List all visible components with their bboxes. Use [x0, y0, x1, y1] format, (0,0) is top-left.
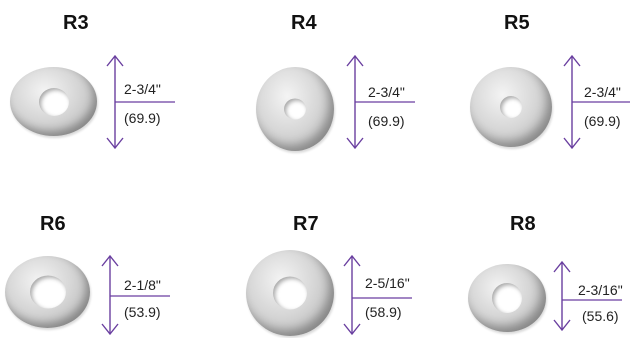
ring-title: R6	[40, 213, 66, 235]
dimension-arrow	[106, 54, 175, 150]
ring-title: R8	[510, 213, 536, 235]
size-mm-label: (69.9)	[584, 113, 621, 129]
washer-r3-image	[10, 67, 97, 136]
washer-r4-image	[256, 67, 334, 151]
ring-title: R7	[293, 213, 319, 235]
size-inches-label: 2-3/4"	[584, 84, 621, 100]
ring-title: R5	[504, 12, 530, 34]
washer-r6-image	[5, 256, 90, 328]
washer-r5-image	[470, 67, 552, 147]
size-mm-label: (58.9)	[365, 304, 402, 320]
ring-item-r3: R3 2-3/4" (69.9)	[0, 0, 210, 160]
size-inches-label: 2-3/16"	[578, 282, 623, 298]
size-mm-label: (69.9)	[368, 113, 405, 129]
size-mm-label: (55.6)	[582, 308, 619, 324]
dimension-arrow	[343, 254, 412, 336]
ring-item-r6: R6 2-1/8" (53.9)	[0, 0, 210, 336]
ring-title: R4	[291, 12, 317, 34]
dimension-arrow	[346, 54, 415, 150]
ring-item-r7: R7 2-5/16" (58.9)	[0, 0, 412, 336]
washer-r7-image	[246, 250, 334, 336]
dimension-arrow	[101, 254, 170, 336]
ring-item-r8: R8 2-3/16" (55.6)	[0, 0, 623, 332]
ring-item-r4: R4 2-3/4" (69.9)	[0, 0, 415, 160]
size-mm-label: (53.9)	[124, 304, 161, 320]
size-inches-label: 2-1/8"	[124, 277, 161, 293]
size-inches-label: 2-5/16"	[365, 275, 410, 291]
dimension-arrow	[553, 260, 622, 332]
ring-title: R3	[63, 12, 89, 34]
size-inches-label: 2-3/4"	[124, 81, 161, 97]
ring-item-r5: R5 2-3/4" (69.9)	[0, 0, 630, 160]
size-mm-label: (69.9)	[124, 110, 161, 126]
dimension-arrow	[563, 54, 630, 150]
size-inches-label: 2-3/4"	[368, 84, 405, 100]
washer-r8-image	[468, 264, 546, 332]
